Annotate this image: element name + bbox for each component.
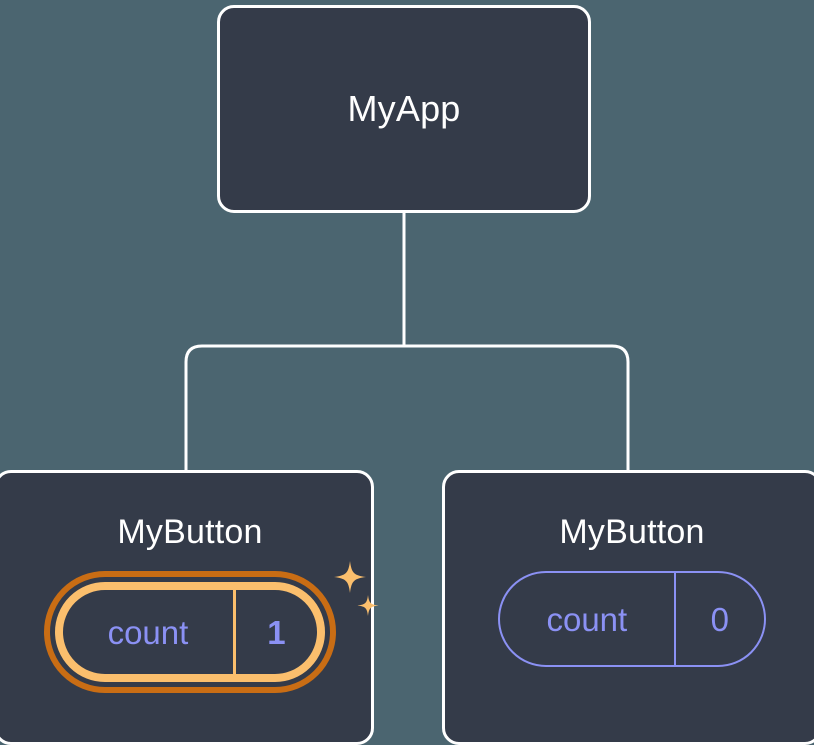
state-value-label: 1 xyxy=(267,613,286,651)
state-pill-left-wrap: count 1 xyxy=(44,561,379,693)
connector-child-bus xyxy=(184,344,630,470)
state-value-label: 0 xyxy=(710,600,730,638)
state-pill-divider xyxy=(232,590,236,674)
node-myapp[interactable]: MyApp xyxy=(217,5,591,213)
node-mybutton-right-label: MyButton xyxy=(559,513,705,551)
node-myapp-label: MyApp xyxy=(347,88,461,129)
state-key-label: count xyxy=(546,600,628,638)
state-key-label: count xyxy=(107,613,189,651)
state-pill-inner-ring: count 1 xyxy=(55,582,325,682)
sparkle-group-icon xyxy=(334,561,379,616)
node-mybutton-left[interactable]: MyButton count 1 xyxy=(0,470,379,745)
node-mybutton-right[interactable]: MyButton count 0 xyxy=(442,470,814,745)
state-pill-count-plain[interactable]: count 0 xyxy=(498,571,766,667)
node-mybutton-left-label: MyButton xyxy=(117,513,263,551)
sparkle-large-icon xyxy=(334,561,366,593)
state-pill-count-highlighted[interactable]: count 1 xyxy=(44,571,336,693)
state-pill-right-wrap: count 0 xyxy=(498,571,766,667)
sparkle-small-icon xyxy=(357,595,379,616)
state-pill-divider xyxy=(673,573,676,665)
